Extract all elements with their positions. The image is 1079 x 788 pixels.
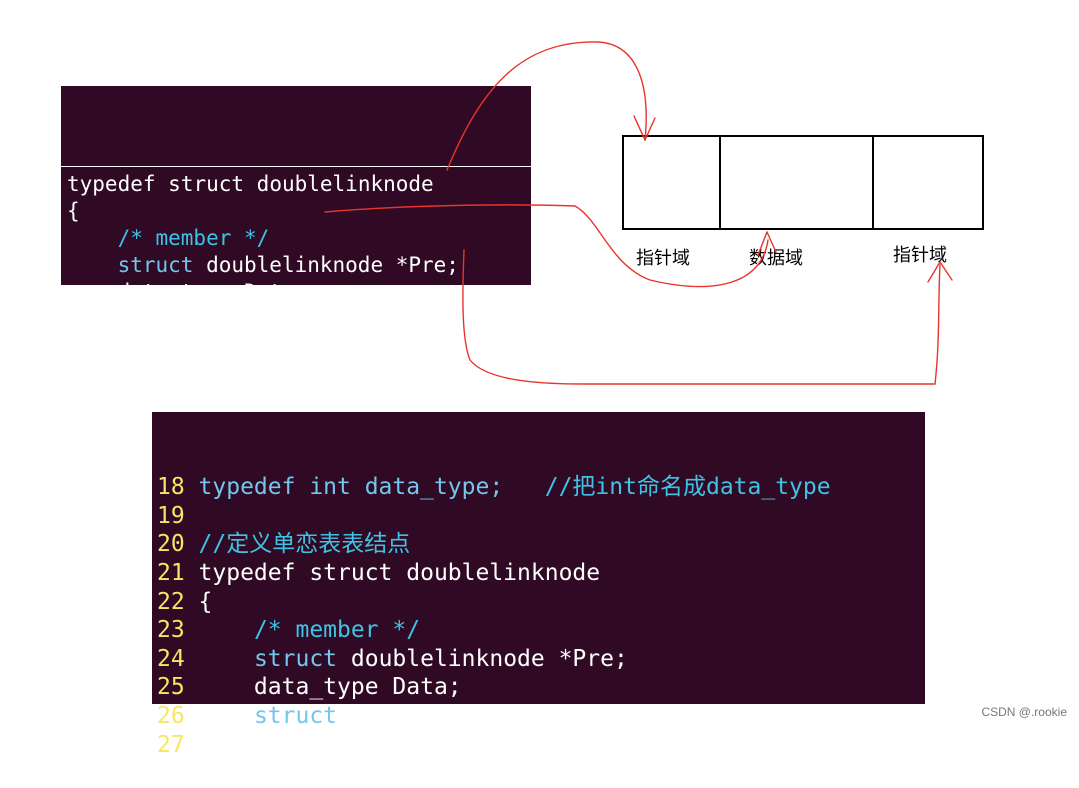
code-token	[67, 226, 118, 250]
line-number: 19	[157, 502, 199, 529]
bottom-code-line: 20 //定义单恋表表结点	[157, 530, 925, 559]
top-code-line: struct doublelinknode *Pre;	[67, 252, 531, 279]
arrow-next	[462, 249, 941, 385]
bottom-code-line: 19	[157, 502, 925, 531]
bottom-code-line: 24 struct doublelinknode *Pre;	[157, 645, 925, 674]
code-token	[199, 646, 254, 672]
code-token	[199, 703, 254, 729]
cell-divider-1	[719, 137, 721, 228]
code-token	[156, 172, 169, 196]
code-token: data_type Data;	[67, 280, 308, 285]
bottom-code-line: 21 typedef struct doublelinknode	[157, 559, 925, 588]
top-code-line: /* member */	[67, 225, 531, 252]
cell-divider-2	[872, 137, 874, 228]
code-token: typedef int data_type;	[198, 474, 545, 501]
top-code-snippet: typedef struct doublelinknode { /* membe…	[61, 86, 531, 285]
code-token: typedef	[67, 172, 156, 196]
code-token: typedef struct doublelinknode	[198, 559, 601, 586]
line-number: 23	[157, 617, 199, 644]
code-token	[67, 253, 118, 277]
line-number: 26	[157, 702, 199, 729]
code-token: }DbLNode;	[198, 731, 324, 758]
bottom-code-line: 22 {	[157, 588, 925, 617]
code-token: doublelinknode *Pre;	[193, 253, 459, 277]
line-number: 25	[157, 674, 199, 701]
top-code-line: data_type Data;	[67, 279, 531, 285]
bottom-code-line: 25 data_type Data;	[157, 673, 925, 702]
bottom-code-line: 23 /* member */	[157, 616, 925, 645]
line-number: 20	[157, 531, 199, 558]
top-code-line: {	[67, 198, 531, 225]
code-token: {	[67, 199, 80, 223]
code-token: struct	[253, 702, 338, 729]
bottom-code-line: 18 typedef int data_type; //把int命名成data_…	[157, 473, 925, 502]
cursor-underline	[61, 166, 531, 167]
bottom-code-snippet: 18 typedef int data_type; //把int命名成data_…	[152, 412, 925, 758]
code-token: //把int命名成data_type	[544, 474, 831, 501]
node-diagram-box	[622, 135, 984, 230]
line-number: 24	[157, 645, 199, 672]
code-token: struct	[168, 172, 245, 196]
code-token: /* member */	[117, 226, 270, 250]
top-code-lines: typedef struct doublelinknode { /* membe…	[67, 171, 531, 285]
line-number: 22	[157, 588, 199, 615]
code-token: struct	[117, 253, 194, 277]
code-token: /* member */	[253, 617, 421, 644]
line-number: 21	[157, 559, 199, 586]
bottom-code-line: 26 struct doublelinknode *Next;	[157, 702, 925, 731]
top-code-line: typedef struct doublelinknode	[67, 171, 531, 198]
code-token	[199, 617, 254, 643]
code-token: struct	[253, 645, 338, 672]
code-token: doublelinknode	[244, 172, 434, 196]
code-token: doublelinknode *Pre;	[337, 645, 628, 672]
csdn-watermark: CSDN @.rookie	[981, 705, 1067, 719]
bottom-code-lines: 18 typedef int data_type; //把int命名成data_…	[157, 473, 925, 759]
bottom-code-line: 27 }DbLNode;	[157, 731, 925, 760]
line-number: 18	[157, 474, 199, 501]
field-label-next: 指针域	[893, 245, 947, 266]
code-token: {	[198, 588, 213, 615]
field-label-pre: 指针域	[636, 248, 690, 269]
line-number: 27	[157, 731, 199, 758]
code-token: doublelinknode *Next;	[337, 702, 642, 729]
field-label-data: 数据域	[749, 248, 803, 269]
code-token: data_type Data;	[198, 674, 462, 701]
code-token: //定义单恋表表结点	[198, 531, 411, 558]
